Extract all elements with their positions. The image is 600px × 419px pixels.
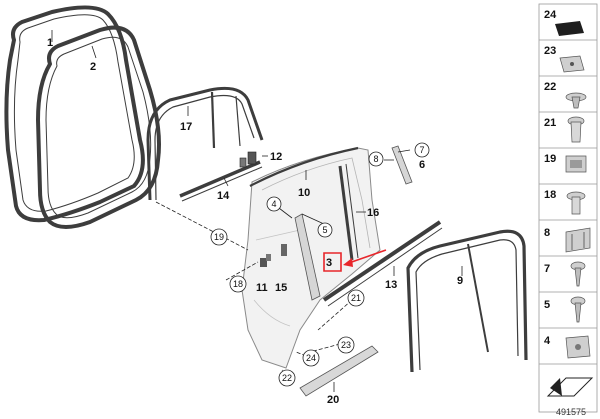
callout-16: 16 <box>367 207 379 219</box>
legend-cell-21: 21 <box>539 116 597 149</box>
legend-cell-19: 19 <box>539 153 597 185</box>
belt-strip-13-edge <box>327 227 443 307</box>
pillar-16-edge <box>345 163 359 259</box>
callout-22-circle: 22 <box>278 369 296 387</box>
callout-18-circle: 18 <box>229 275 247 293</box>
legend-cell-22: 22 <box>539 81 597 113</box>
callout-20: 20 <box>327 394 339 406</box>
callout-21: 21 <box>351 293 361 303</box>
dash-21 <box>317 299 353 331</box>
callout-10: 10 <box>298 187 310 199</box>
legend-cell-4: 4 <box>539 335 597 365</box>
legend-cell-18: 18 <box>539 189 597 221</box>
callout-19: 19 <box>214 232 224 242</box>
callout-12: 12 <box>270 151 282 163</box>
legend-cell-5: 5 <box>539 296 597 329</box>
pillar-16 <box>338 165 354 261</box>
belt-strip-13 <box>322 220 442 302</box>
callout-21-circle: 21 <box>347 289 365 307</box>
legend-label-8: 8 <box>544 227 550 239</box>
callout-24: 24 <box>306 353 316 363</box>
callout-24-circle: 24 <box>302 349 320 367</box>
document-id: 491575 <box>556 407 586 417</box>
clip-12-b <box>239 157 247 168</box>
leader-5 <box>301 213 325 225</box>
clip-11-b <box>266 254 271 261</box>
legend-cell-8: 8 <box>539 227 597 257</box>
leader-2 <box>91 45 97 59</box>
sill-strip-20 <box>299 345 379 397</box>
legend-label-4: 4 <box>544 335 551 347</box>
callout-23: 23 <box>341 340 351 350</box>
callout-11: 11 <box>256 282 268 294</box>
dash-18 <box>225 261 259 281</box>
legend-label-24: 24 <box>544 9 557 21</box>
pillar-cover-3 <box>294 213 321 301</box>
leader-14 <box>223 177 229 187</box>
legend-cell-24: 24 <box>539 9 597 41</box>
window-frame-9 <box>406 229 528 373</box>
legend-label-21: 21 <box>544 117 556 129</box>
callout-6: 6 <box>419 159 425 171</box>
dash-19 <box>155 201 249 251</box>
red-highlight-box <box>323 252 342 272</box>
belt-strip-14 <box>179 160 261 198</box>
clip-11 <box>260 258 267 267</box>
window-frame-trim-17 <box>146 86 264 201</box>
callout-4-circle: 4 <box>266 196 282 212</box>
callout-5-circle: 5 <box>317 222 333 238</box>
callout-9: 9 <box>457 275 463 287</box>
callout-8: 8 <box>373 154 378 164</box>
callout-14: 14 <box>217 190 230 202</box>
legend-label-22: 22 <box>544 81 556 93</box>
legend-label-7: 7 <box>544 263 550 275</box>
red-arrow-head <box>343 258 353 267</box>
callout-13: 13 <box>385 279 397 291</box>
red-arrow-line <box>345 249 387 265</box>
legend-label-18: 18 <box>544 189 556 201</box>
legend-label-23: 23 <box>544 45 556 57</box>
callout-18: 18 <box>233 279 243 289</box>
clip-12-a <box>247 151 257 165</box>
callout-2: 2 <box>90 61 96 73</box>
legend-arrow-cell <box>546 377 594 397</box>
callout-7-circle: 7 <box>414 142 430 158</box>
callout-19-circle: 19 <box>210 228 228 246</box>
legend-cell-23: 23 <box>539 45 597 77</box>
cover-6 <box>391 145 413 185</box>
callout-8-circle: 8 <box>368 151 384 167</box>
belt-strip-14-edge <box>181 166 263 202</box>
callout-5: 5 <box>322 225 327 235</box>
callout-4: 4 <box>271 199 276 209</box>
callout-22: 22 <box>282 373 292 383</box>
legend-column: 24 23 22 21 19 <box>538 3 598 413</box>
callout-23-circle: 23 <box>337 336 355 354</box>
callout-3: 3 <box>326 257 332 269</box>
callout-15: 15 <box>275 282 287 294</box>
upper-frame-10 <box>249 146 359 187</box>
door-seal-1 <box>4 5 145 223</box>
door-seal-2 <box>36 25 161 229</box>
legend-cell-7: 7 <box>539 261 597 293</box>
legend-label-5: 5 <box>544 299 550 311</box>
pad-15 <box>281 244 287 256</box>
callout-7: 7 <box>419 145 424 155</box>
leader-7 <box>397 149 411 153</box>
legend-label-19: 19 <box>544 153 556 165</box>
callout-17: 17 <box>180 121 192 133</box>
callout-1: 1 <box>47 37 53 49</box>
